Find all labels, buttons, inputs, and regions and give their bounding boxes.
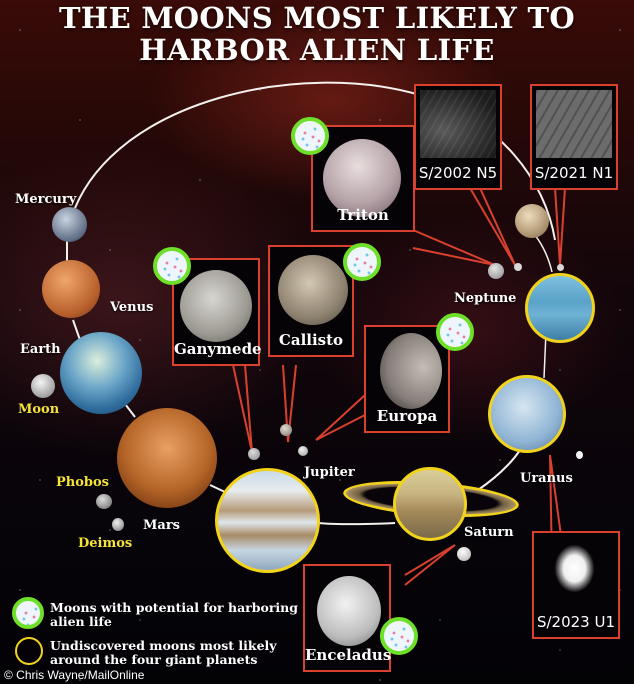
label-saturn: Saturn	[464, 525, 514, 540]
callout-s2023-u1: S/2023 U1	[532, 531, 620, 639]
title-line-2: HARBOR ALIEN LIFE	[139, 33, 495, 67]
planet-mars	[117, 408, 217, 508]
planet-neptune	[525, 273, 595, 343]
europa-image	[380, 333, 442, 409]
callout-s2021-n1: S/2021 N1	[530, 84, 618, 190]
callout-label-triton: Triton	[337, 206, 389, 224]
label-mars: Mars	[143, 518, 180, 533]
s2021-n1-image	[536, 90, 612, 158]
enceladus-image	[317, 576, 381, 646]
callout-ganymede: Ganymede	[172, 258, 262, 366]
neptune-moon-triton-dot	[488, 263, 504, 279]
moon-uranus-dot	[576, 451, 583, 459]
jupiter-moon-3	[298, 446, 308, 456]
image-credit: © Chris Wayne/MailOnline	[4, 668, 145, 682]
callout-label-s2021-n1: S/2021 N1	[534, 164, 614, 182]
callout-label-callisto: Callisto	[278, 331, 344, 349]
label-moon: Moon	[18, 402, 60, 417]
planet-saturn	[393, 467, 467, 541]
s2002-n5-image	[420, 90, 496, 158]
callout-triton: Triton	[311, 125, 415, 232]
moon-earth-moon	[31, 374, 55, 398]
moon-phobos	[96, 494, 112, 509]
legend-undiscovered-text: Undiscovered moons most likely around th…	[50, 638, 277, 667]
planet-uranus	[488, 375, 566, 453]
callout-callisto: Callisto	[268, 245, 354, 357]
life-badge-icon-callisto	[343, 243, 381, 281]
callout-label-s2023-u1: S/2023 U1	[536, 613, 616, 631]
title-line-1: THE MOONS MOST LIKELY TO	[59, 1, 575, 35]
label-deimos: Deimos	[78, 536, 133, 551]
jupiter-moon-2	[280, 424, 292, 436]
callout-s2002-n5: S/2002 N5	[414, 84, 502, 190]
callout-europa: Europa	[364, 325, 450, 433]
ganymede-image	[180, 270, 252, 342]
planet-dwarf-background	[515, 204, 549, 238]
life-badge-icon-europa	[436, 313, 474, 351]
moon-deimos	[112, 518, 124, 531]
label-earth: Earth	[20, 342, 61, 357]
page-title: THE MOONS MOST LIKELY TO HARBOR ALIEN LI…	[0, 2, 634, 66]
planet-mercury	[52, 207, 87, 242]
legend-life-text: Moons with potential for harboring alien…	[50, 600, 298, 629]
planet-earth	[60, 332, 142, 414]
legend-life-badge-icon	[12, 597, 44, 629]
life-badge-icon-triton	[291, 117, 329, 155]
callout-label-s2002-n5: S/2002 N5	[418, 164, 498, 182]
label-venus: Venus	[110, 300, 154, 315]
jupiter-moon-1	[248, 448, 260, 460]
life-badge-icon-ganymede	[153, 247, 191, 285]
moon-saturn-enceladus-dot	[457, 547, 471, 561]
label-neptune: Neptune	[454, 291, 517, 306]
life-badge-icon-enceladus	[380, 617, 418, 655]
callout-label-europa: Europa	[376, 407, 438, 425]
label-uranus: Uranus	[520, 471, 573, 486]
planet-jupiter	[215, 468, 320, 573]
triton-image	[323, 139, 401, 217]
label-jupiter: Jupiter	[304, 465, 355, 480]
s2023-u1-image	[538, 537, 614, 607]
callout-label-ganymede: Ganymede	[174, 340, 262, 358]
planet-venus	[42, 260, 100, 318]
neptune-moon-2	[514, 263, 522, 271]
label-phobos: Phobos	[56, 475, 109, 490]
label-mercury: Mercury	[15, 192, 77, 207]
neptune-moon-3	[557, 264, 564, 271]
callout-label-enceladus: Enceladus	[305, 646, 392, 664]
legend-undiscovered-ring-icon	[15, 637, 43, 665]
callout-enceladus: Enceladus	[303, 564, 391, 672]
callisto-image	[278, 255, 348, 325]
